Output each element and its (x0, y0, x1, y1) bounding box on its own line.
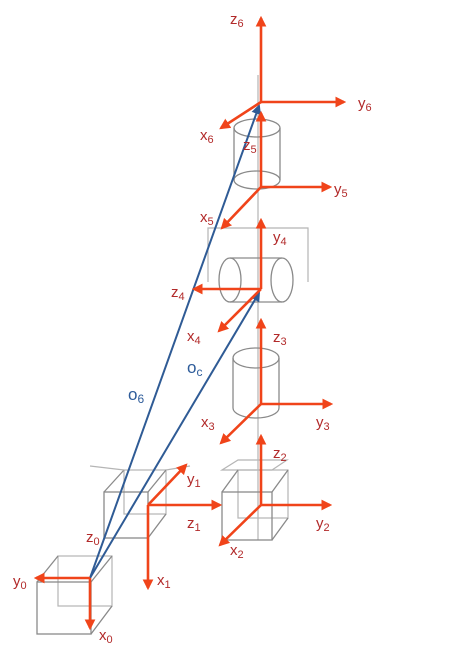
frame2-x-axis (218, 504, 262, 547)
base-cube (36, 555, 113, 635)
frame3-x-axis (219, 403, 262, 445)
frame1-y-label: y1 (187, 471, 201, 490)
frame-5: z5 y5 x5 (200, 110, 348, 230)
frame0-y-label: y0 (13, 573, 27, 592)
frame2-y-label: y2 (316, 515, 330, 534)
frame-3: z3 y3 x3 (201, 317, 334, 445)
frame1-z-label: z1 (187, 515, 201, 534)
frame5-y-label: y5 (334, 181, 348, 200)
position-vectors: oc o6 (89, 104, 262, 579)
frame4-y-label: y4 (273, 229, 287, 248)
link2-cube (219, 459, 289, 541)
frame6-x-label: x6 (200, 127, 214, 146)
frame3-y-label: y3 (316, 414, 330, 433)
frame4-z-label: z4 (171, 284, 185, 303)
frame0-x-label: x0 (99, 627, 113, 646)
link5-cylinder (233, 118, 281, 190)
frame2-x-label: x2 (230, 542, 244, 561)
frame5-x-label: x5 (200, 209, 214, 228)
frame6-z-label: z6 (230, 11, 244, 30)
frame1-x-label: x1 (157, 572, 171, 591)
vector-oc-arrow (89, 291, 261, 579)
frame4-x-label: x4 (187, 328, 201, 347)
frame3-x-label: x3 (201, 414, 215, 433)
frame-6: z6 y6 x6 (200, 11, 372, 146)
frame-2: z2 y2 x2 (218, 433, 333, 561)
frame-1: y1 z1 x1 (142, 463, 223, 591)
frame5-x-axis (220, 186, 262, 230)
frame2-z-label: z2 (273, 445, 287, 464)
robot-structure (36, 75, 309, 635)
link3-cylinder (232, 347, 280, 419)
frame6-y-label: y6 (358, 95, 372, 114)
frame1-y-axis (147, 463, 188, 506)
vector-o6-label: o6 (128, 385, 144, 406)
frame-4: y4 z4 x4 (171, 217, 287, 347)
frame6-x-axis (219, 100, 262, 130)
frame-0: y0 x0 z0 (13, 529, 113, 646)
frame3-z-label: z3 (273, 329, 287, 348)
frame4-x-axis (217, 288, 262, 333)
vector-o6-arrow (89, 104, 262, 579)
frame0-z-label: z0 (86, 529, 100, 548)
vector-oc-label: oc (187, 358, 202, 379)
frame5-z-label: z5 (243, 137, 257, 156)
